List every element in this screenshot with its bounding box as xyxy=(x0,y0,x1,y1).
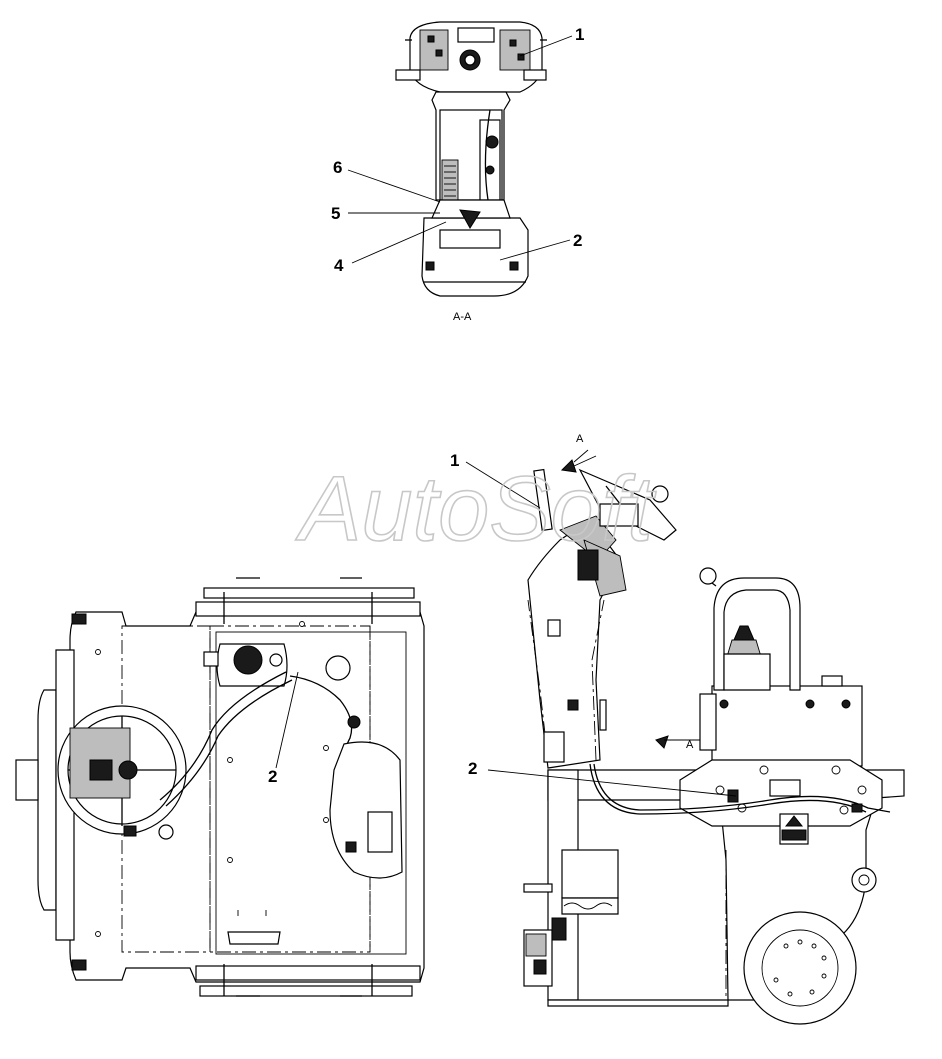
callout-2-side: 2 xyxy=(468,759,477,778)
section-arrow-a-top: A xyxy=(576,433,584,445)
section-label-a-a: A-A xyxy=(453,311,472,323)
plan-view xyxy=(15,577,425,997)
callout-1-side: 1 xyxy=(450,451,459,470)
callout-1-top: 1 xyxy=(575,25,584,44)
callout-5: 5 xyxy=(331,204,340,223)
callout-2-plan: 2 xyxy=(268,767,277,786)
side-view xyxy=(523,449,905,1025)
callout-4: 4 xyxy=(334,256,344,275)
section-view-a-a xyxy=(395,21,547,297)
callout-6: 6 xyxy=(333,158,342,177)
section-arrow-a-bottom: A xyxy=(686,739,694,751)
callout-2-top: 2 xyxy=(573,231,582,250)
watermark: AutoSoft xyxy=(295,458,656,560)
